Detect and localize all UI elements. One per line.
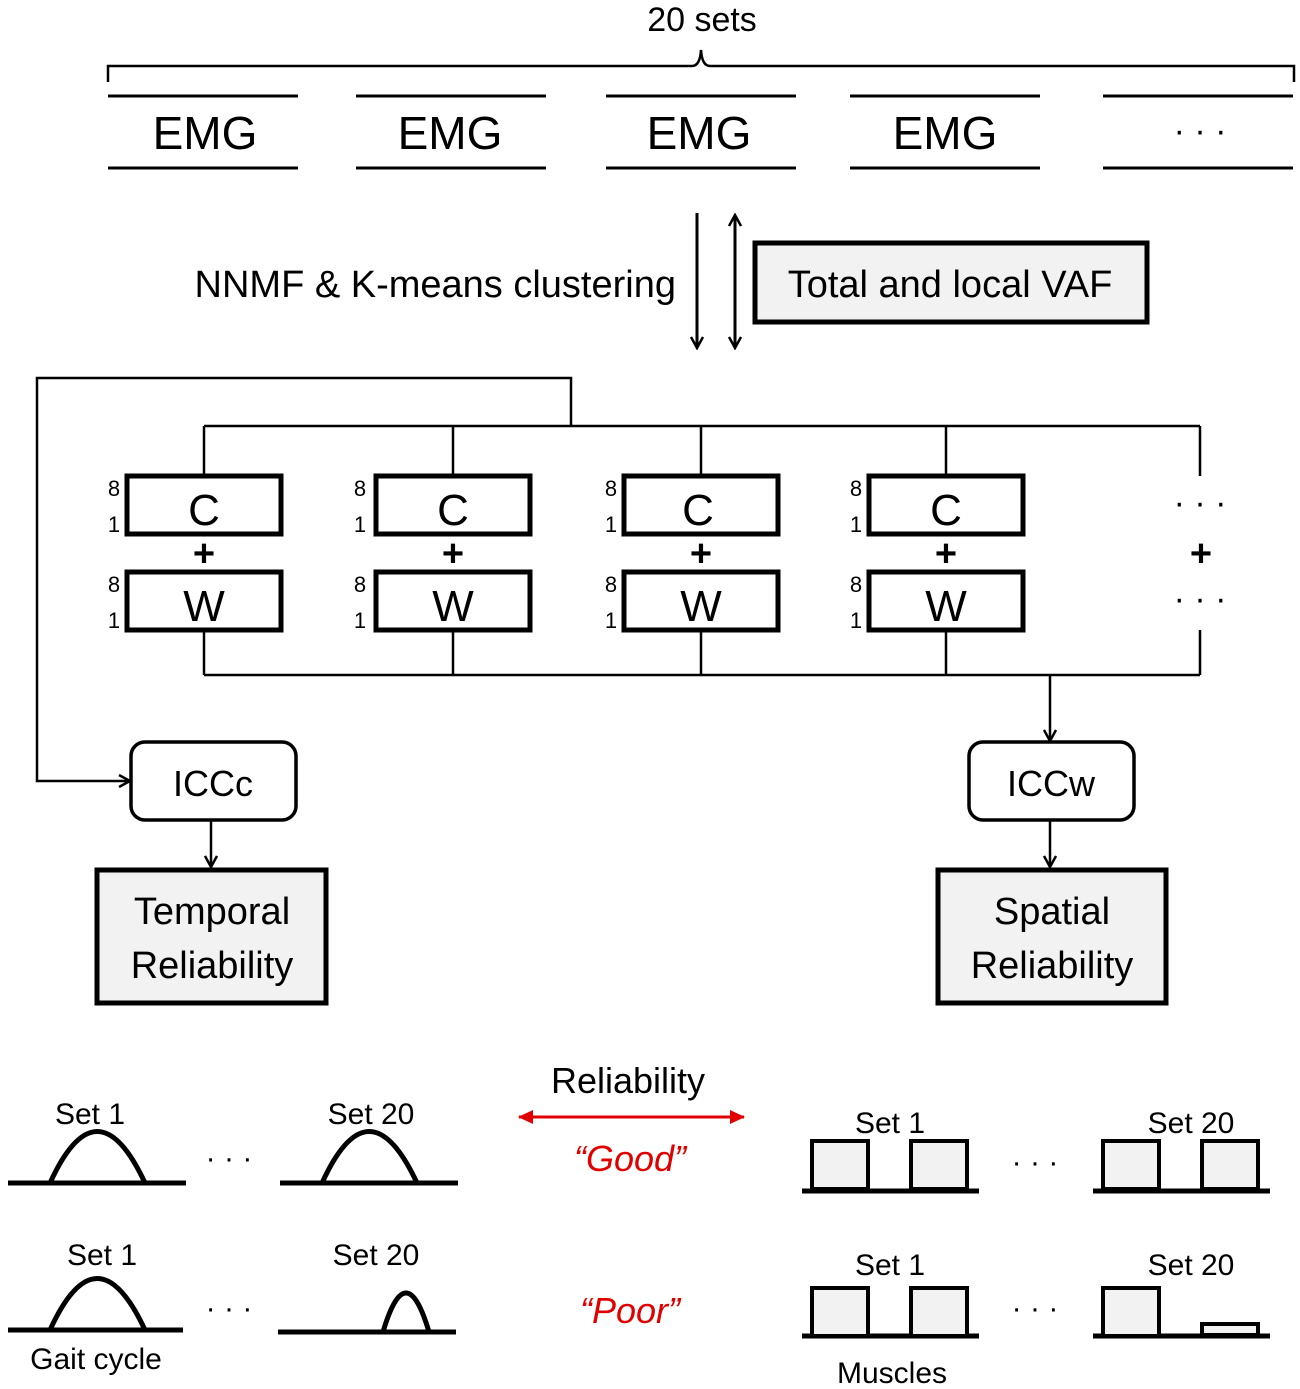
synergy-pair-3: C + W 8 1 8 1 [605, 473, 781, 633]
scale-bottom: 1 [108, 512, 120, 537]
gait-cycle-label: Gait cycle [30, 1343, 162, 1376]
good-label: “Good” [574, 1138, 688, 1179]
method-label: NNMF & K-means clustering [195, 264, 676, 306]
emg-block-more: · · · [1103, 94, 1293, 170]
scale-top: 8 [108, 572, 120, 597]
synergy-pair-2: C + W 8 1 8 1 [354, 473, 533, 633]
good-temporal-example: Set 1 · · · Set 20 [8, 1098, 458, 1186]
plus-sign: + [1190, 533, 1212, 575]
scale-top: 8 [354, 476, 366, 501]
plus-sign: + [690, 533, 712, 575]
scale-top: 8 [605, 572, 617, 597]
scale-top: 8 [850, 476, 862, 501]
emg-label: EMG [893, 107, 998, 159]
set-ellipsis: · · · [206, 1292, 253, 1325]
emg-ellipsis: · · · [1174, 112, 1227, 150]
c-label: C [682, 486, 714, 535]
plus-sign: + [442, 533, 464, 575]
set-ellipsis: · · · [206, 1142, 253, 1175]
emg-label: EMG [153, 107, 258, 159]
scale-top: 8 [605, 476, 617, 501]
temporal-reliability-box [94, 867, 329, 1006]
set-ellipsis: · · · [1012, 1146, 1059, 1179]
scale-bottom: 1 [354, 512, 366, 537]
c-label: C [437, 486, 469, 535]
scale-bottom: 1 [108, 608, 120, 633]
emg-block-2: EMG [356, 94, 546, 170]
scale-top: 8 [850, 572, 862, 597]
vaf-label: Total and local VAF [788, 264, 1113, 306]
spatial-reliability-box [935, 867, 1169, 1006]
synergy-pair-1: C + W 8 1 8 1 [108, 473, 284, 633]
sets-brace [106, 49, 1296, 82]
poor-label: “Poor” [580, 1290, 682, 1331]
icc-temporal-label: ICCc [173, 763, 253, 804]
w-label: W [680, 582, 722, 631]
set-last-label: Set 20 [328, 1098, 415, 1131]
emg-block-4: EMG [850, 94, 1040, 170]
poor-spatial-example: Set 1 · · · Set 20 Muscles [802, 1249, 1270, 1389]
scale-top: 8 [354, 572, 366, 597]
connector-lines [35, 376, 1202, 781]
set-first-label: Set 1 [55, 1098, 125, 1131]
set-ellipsis: · · · [1012, 1292, 1059, 1325]
emg-label: EMG [647, 107, 752, 159]
synergy-pair-4: C + W 8 1 8 1 [850, 473, 1026, 633]
synergy-ellipsis: · · · [1174, 580, 1227, 618]
spatial-reliability-line-2: Reliability [971, 945, 1134, 987]
plus-sign: + [935, 533, 957, 575]
legend-reliability-label: Reliability [551, 1060, 705, 1101]
w-label: W [432, 582, 474, 631]
scale-bottom: 1 [605, 512, 617, 537]
set-first-label: Set 1 [855, 1249, 925, 1282]
scale-bottom: 1 [850, 608, 862, 633]
scale-bottom: 1 [354, 608, 366, 633]
synergy-ellipsis: · · · [1174, 484, 1227, 522]
emg-block-1: EMG [108, 94, 298, 170]
scale-bottom: 1 [605, 608, 617, 633]
c-label: C [188, 486, 220, 535]
synergy-pair-more: · · · + · · · [1174, 484, 1227, 618]
emg-label: EMG [398, 107, 503, 159]
muscles-label: Muscles [837, 1357, 947, 1389]
set-last-label: Set 20 [333, 1239, 420, 1272]
icc-spatial-box [967, 740, 1136, 822]
temporal-reliability-line-2: Reliability [131, 945, 294, 987]
scale-bottom: 1 [850, 512, 862, 537]
temporal-reliability-line-1: Temporal [134, 891, 290, 933]
w-label: W [925, 582, 967, 631]
set-first-label: Set 1 [67, 1239, 137, 1272]
set-first-label: Set 1 [855, 1107, 925, 1140]
emg-block-3: EMG [606, 94, 796, 170]
plus-sign: + [193, 533, 215, 575]
set-last-label: Set 20 [1148, 1107, 1235, 1140]
w-label: W [183, 582, 225, 631]
vaf-box [752, 240, 1150, 325]
icc-spatial-label: ICCw [1007, 763, 1096, 804]
poor-temporal-example: Set 1 · · · Set 20 Gait cycle [8, 1239, 456, 1376]
sets-label: 20 sets [647, 1, 757, 39]
good-spatial-example: Set 1 · · · Set 20 [802, 1107, 1270, 1194]
scale-top: 8 [108, 476, 120, 501]
icc-temporal-box [129, 740, 298, 822]
c-label: C [930, 486, 962, 535]
set-last-label: Set 20 [1148, 1249, 1235, 1282]
spatial-reliability-line-1: Spatial [994, 891, 1110, 933]
